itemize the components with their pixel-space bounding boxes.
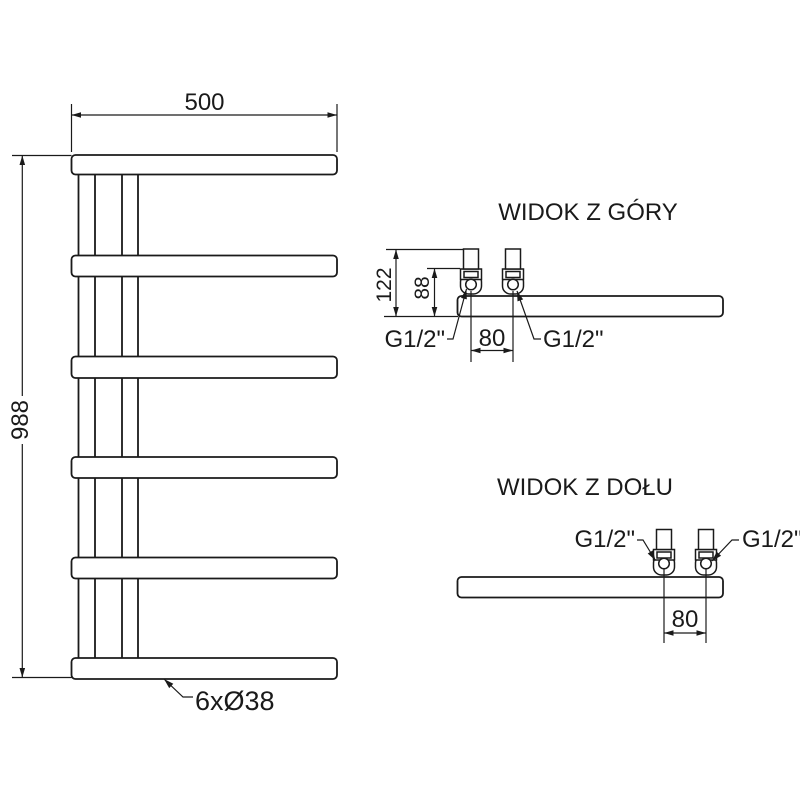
connection-label: G1/2" (574, 526, 635, 553)
arrowhead (696, 630, 706, 636)
radiator-bar (70, 154, 338, 176)
callout-connection-right: G1/2" (711, 526, 800, 562)
arrowhead (19, 668, 26, 678)
bottom-view-bar (456, 576, 724, 599)
connection-port (657, 557, 671, 570)
arrowhead (503, 347, 513, 354)
arrowhead (517, 291, 524, 302)
callout-connection-left: G1/2" (574, 526, 657, 561)
dim-80-label: 80 (479, 325, 506, 352)
arrowhead (393, 307, 399, 317)
dimension-spacing-80-bottom: 80 (663, 569, 707, 643)
vertical-tubes (77, 174, 139, 659)
valve-fitting (694, 528, 718, 576)
valve-fitting (459, 248, 483, 295)
dimension-depth-88: 88 (411, 268, 438, 317)
valve-fitting (501, 248, 525, 295)
arrowhead (461, 289, 467, 300)
front-view: 500 988 6xØ38 (7, 89, 338, 716)
callout-connection-right: G1/2" (516, 290, 604, 353)
arrowhead (431, 268, 438, 278)
bottom-view: WIDOK Z DOŁU 80 (456, 474, 800, 643)
valve-fitting (652, 528, 676, 576)
dim-width-label: 500 (184, 89, 224, 116)
arrowhead (19, 155, 26, 165)
radiator-bar (70, 456, 338, 479)
connection-port (506, 278, 520, 291)
horizontal-bars (70, 154, 338, 680)
arrowhead (471, 347, 481, 354)
tube-diameter-label: 6xØ38 (195, 686, 275, 716)
connection-label: G1/2" (384, 326, 445, 353)
top-view-bar (456, 295, 724, 318)
connection-port (699, 557, 713, 570)
connection-label: G1/2" (543, 326, 604, 353)
dimension-spacing-80-top: 80 (470, 291, 514, 362)
arrowhead (647, 550, 656, 561)
dim-80-label: 80 (672, 606, 699, 633)
dim-122-label: 122 (373, 267, 396, 302)
arrowhead (393, 249, 399, 259)
arrowhead (664, 630, 674, 636)
arrowhead (712, 551, 722, 561)
arrowhead (71, 112, 81, 118)
dimension-depth-122: 122 (373, 249, 399, 317)
dim-88-label: 88 (411, 276, 434, 299)
arrowhead (327, 112, 337, 118)
radiator-bar (70, 254, 338, 278)
arrowhead (431, 307, 438, 317)
callout-connection-left: G1/2" (384, 288, 468, 353)
bottom-view-title: WIDOK Z DOŁU (497, 474, 673, 501)
radiator-bar (70, 556, 338, 580)
top-view-title: WIDOK Z GÓRY (498, 199, 678, 226)
arrowhead (164, 679, 174, 689)
top-view: WIDOK Z GÓRY 122 (373, 199, 724, 362)
connection-port (464, 278, 478, 291)
callout-tube-diameter: 6xØ38 (163, 678, 275, 716)
radiator-bar (70, 355, 338, 379)
connection-label: G1/2" (742, 526, 800, 553)
dim-height-label: 988 (7, 400, 34, 440)
dimension-width-500: 500 (70, 89, 338, 152)
dimension-height-988: 988 (7, 154, 72, 679)
radiator-bar (70, 657, 338, 680)
